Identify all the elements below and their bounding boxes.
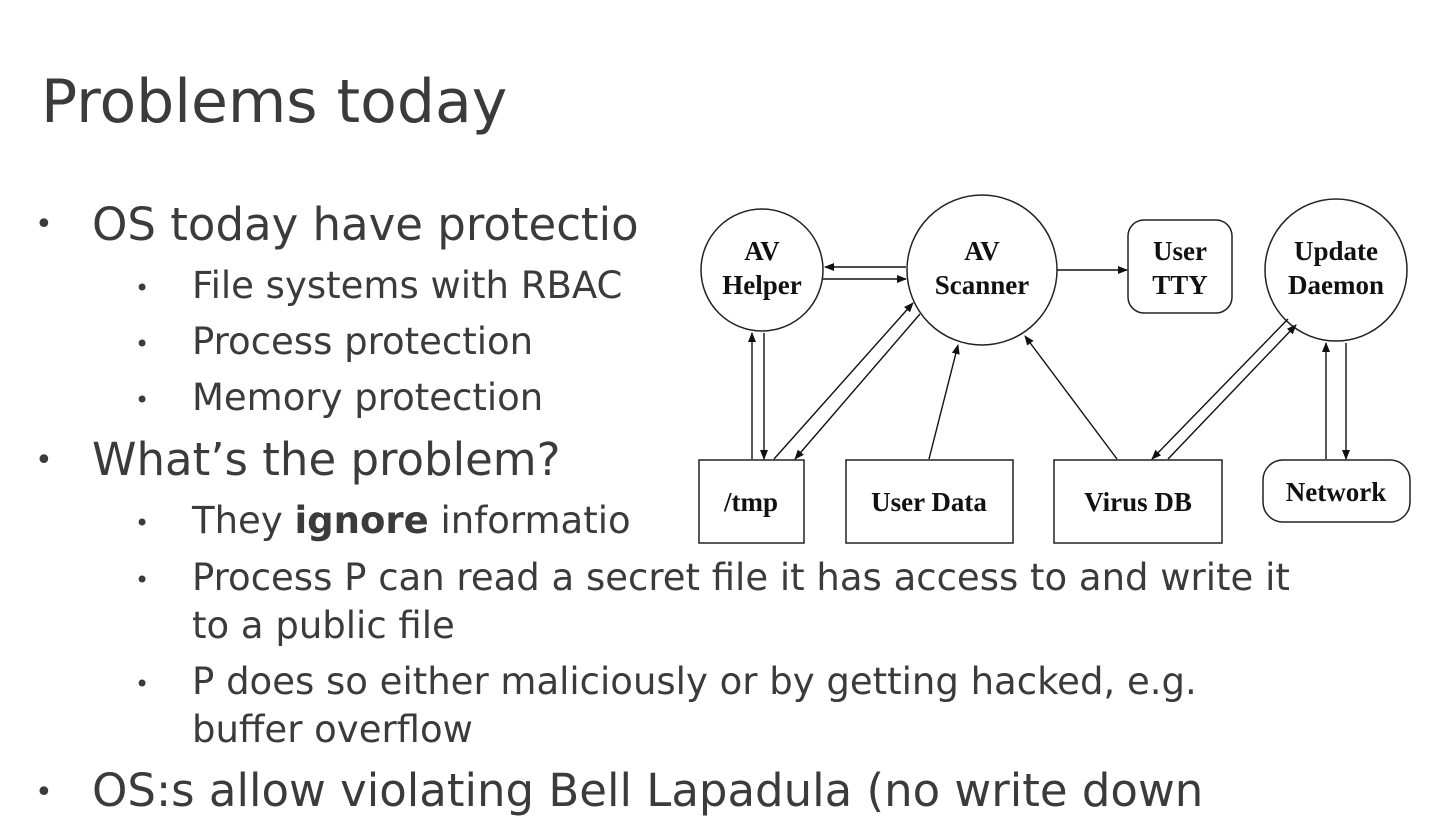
- bullet-file-systems: File systems with RBAC: [192, 264, 623, 307]
- node-tmp: [698, 459, 805, 544]
- bullet-memory-protection: Memory protection: [192, 376, 544, 419]
- node-virus-db-label: Virus DB: [1084, 487, 1192, 517]
- bullet-process-p-line1: Process P can read a secret file it has …: [192, 556, 1290, 599]
- node-user-data: [845, 459, 1014, 544]
- bullet-emphasis: ignore: [294, 499, 429, 542]
- bullet-dot: •: [135, 386, 150, 414]
- bullet-process-p-line2: to a public file: [192, 604, 455, 647]
- bullet-dot: •: [35, 207, 53, 242]
- bullet-dot: •: [35, 775, 53, 810]
- node-user-tty: [1127, 219, 1233, 314]
- bullet-os-protection: OS today have protectio: [92, 198, 639, 251]
- bullet-text: They: [192, 499, 283, 542]
- bullet-dot: •: [135, 330, 150, 358]
- node-av-scanner-label2: Scanner: [935, 270, 1030, 300]
- edge-tmp-to-scanner: [773, 302, 914, 460]
- bullet-p-does-so-line2: buffer overflow: [192, 708, 473, 751]
- bullet-dot: •: [135, 566, 150, 594]
- bullet-ignore-information: They ignore informatio: [192, 497, 631, 545]
- bullet-dot: •: [135, 509, 150, 537]
- node-tmp-label: /tmp: [723, 487, 778, 517]
- bullet-dot: •: [135, 670, 150, 698]
- node-virus-db: [1053, 459, 1223, 544]
- node-av-helper-label2: Helper: [722, 270, 801, 300]
- bullet-process-protection: Process protection: [192, 320, 534, 363]
- node-network: [1262, 459, 1411, 523]
- node-update-daemon: [1264, 198, 1408, 342]
- node-user-tty-label1: User: [1153, 236, 1207, 266]
- node-av-scanner-label1: AV: [964, 236, 1000, 266]
- bullet-whats-the-problem: What’s the problem?: [92, 433, 561, 486]
- av-architecture-diagram: AV Helper AV Scanner User TTY Update Dae…: [698, 194, 1411, 544]
- edge-virusdb-to-scanner: [1024, 335, 1118, 460]
- bullet-bell-lapadula: OS:s allow violating Bell Lapadula (no w…: [92, 764, 1204, 817]
- bullet-dot: •: [135, 274, 150, 302]
- node-av-helper-label1: AV: [744, 236, 780, 266]
- bullet-p-does-so-line1: P does so either maliciously or by getti…: [192, 660, 1197, 703]
- node-user-data-label: User Data: [871, 487, 987, 517]
- node-av-helper: [700, 208, 824, 332]
- node-network-label: Network: [1286, 477, 1386, 507]
- bullet-dot: •: [35, 443, 53, 478]
- edge-virusdb-to-daemon: [1167, 324, 1297, 460]
- node-update-daemon-label2: Daemon: [1288, 270, 1384, 300]
- edge-daemon-to-virusdb: [1151, 318, 1289, 460]
- edge-userdata-to-scanner: [928, 344, 960, 460]
- edge-scanner-to-tmp: [794, 313, 921, 460]
- node-user-tty-label2: TTY: [1152, 270, 1208, 300]
- slide-title: Problems today: [41, 67, 508, 137]
- node-update-daemon-label1: Update: [1294, 236, 1378, 266]
- bullet-text: informatio: [428, 499, 631, 542]
